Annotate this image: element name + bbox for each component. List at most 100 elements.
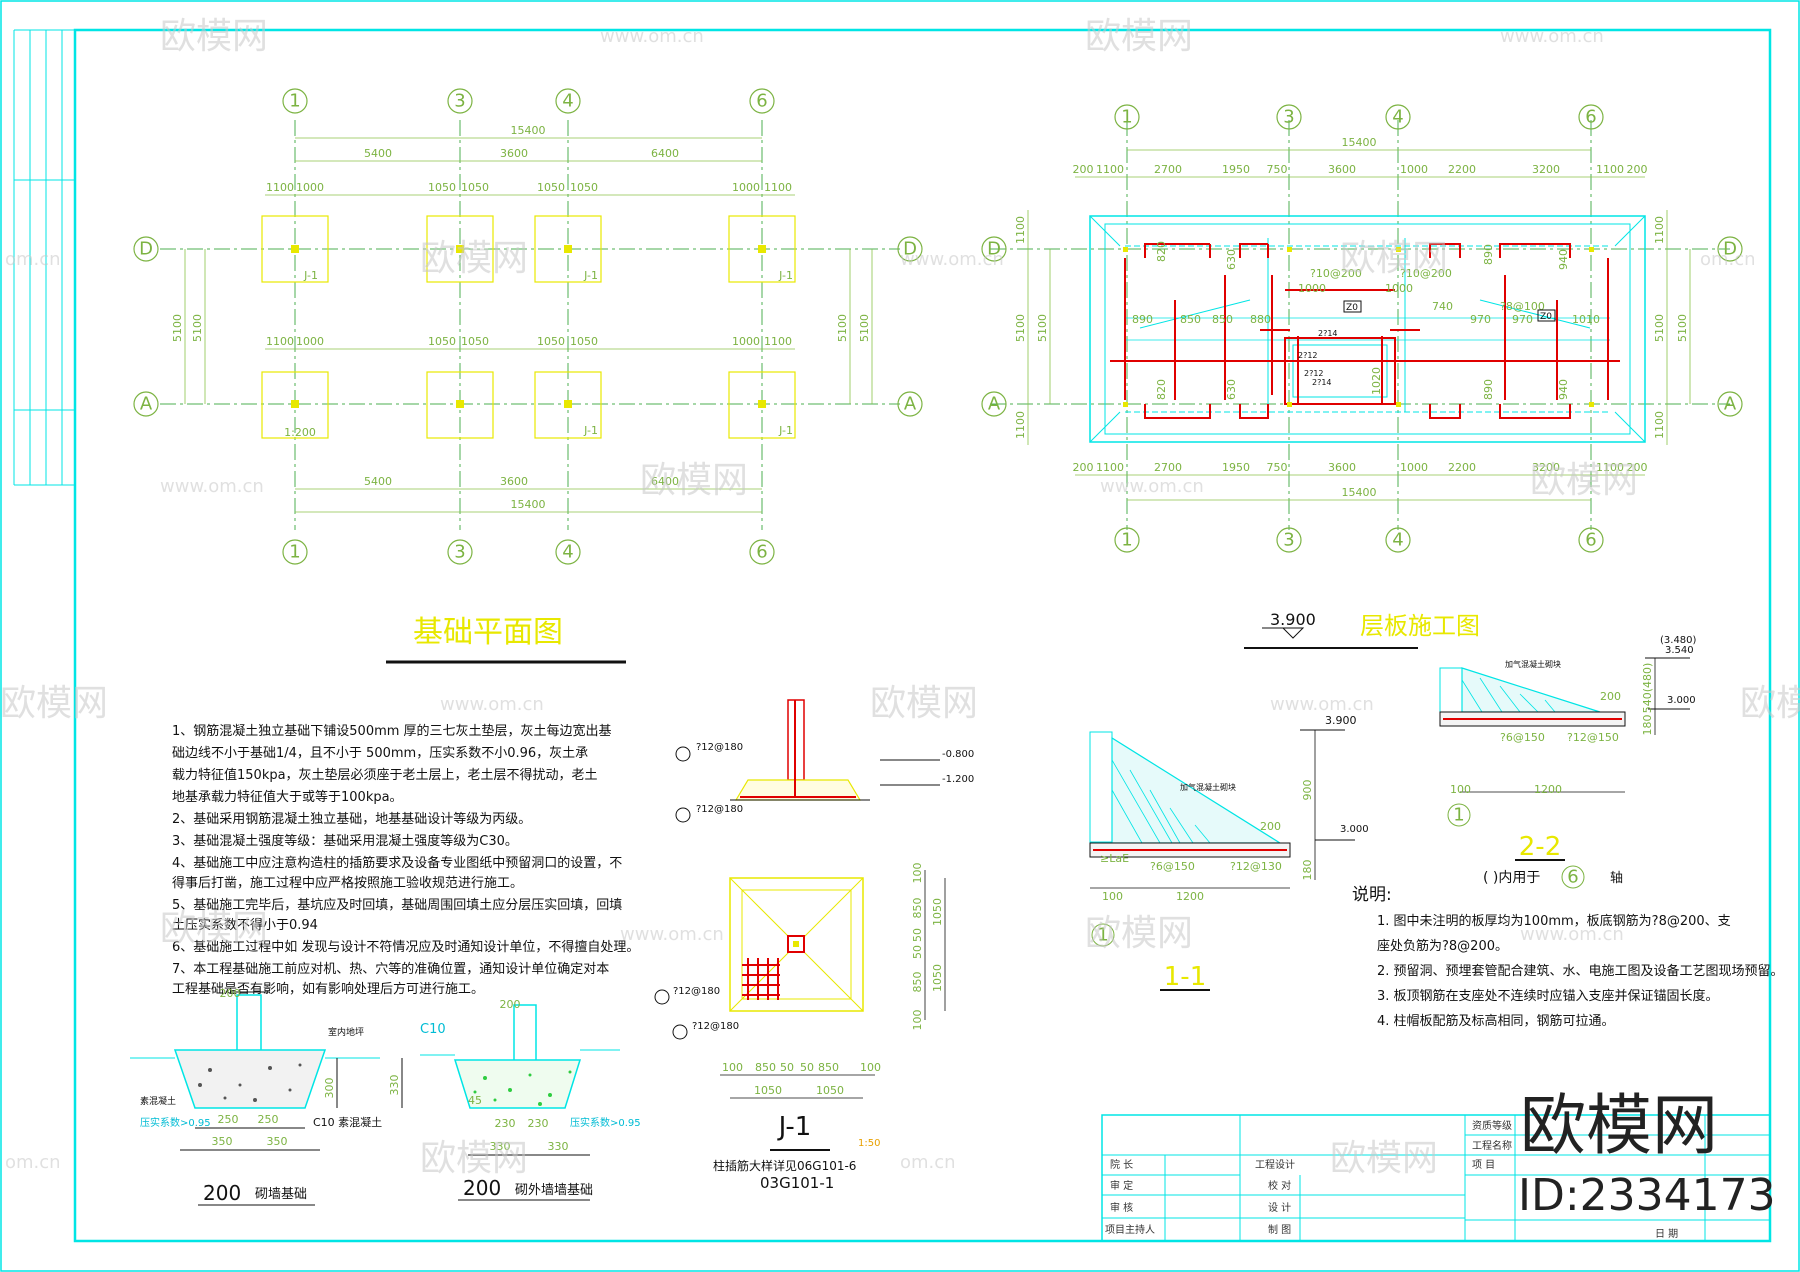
svg-text:3: 3 — [454, 542, 465, 563]
svg-text:www.om.cn: www.om.cn — [1100, 476, 1204, 497]
section-1-1: 加气混凝土砌块 3.900 3.000 900 180 200 ≥LaE ?6@… — [1089, 714, 1369, 992]
svg-text:项目主持人: 项目主持人 — [1105, 1223, 1155, 1236]
svg-text:1050: 1050 — [931, 898, 944, 926]
svg-text:3600: 3600 — [500, 475, 528, 488]
svg-text:1、钢筋混凝土独立基础下铺设500mm 厚的三七灰土垫: 1、钢筋混凝土独立基础下铺设500mm 厚的三七灰土垫层，灰土每边宽出基 — [172, 723, 612, 739]
footing-D6: J-1 — [728, 215, 796, 283]
slab-axis-6-top: 6 — [1578, 104, 1604, 130]
svg-text:2200: 2200 — [1448, 461, 1476, 474]
svg-text:4: 4 — [1392, 530, 1403, 551]
svg-text:5100: 5100 — [858, 314, 871, 342]
svg-text:200: 200 — [1600, 690, 1621, 703]
footing-j1-detail: ?12@180 ?12@180 -0.800 -1.200 ?12@180 ?1… — [654, 699, 974, 1192]
svg-text:1: 1 — [1121, 107, 1132, 128]
axis-bubble-1-top: 1 — [282, 88, 308, 114]
svg-text:50: 50 — [780, 1061, 794, 1074]
svg-text:1050: 1050 — [537, 181, 565, 194]
svg-text:J-1: J-1 — [583, 269, 598, 282]
svg-text:础边线不小于基础1/4，且不小于 500mm，压实系数: 础边线不小于基础1/4，且不小于 500mm，压实系数不小0.96，灰土承 — [172, 746, 588, 761]
svg-text:压实系数>0.95: 压实系数>0.95 — [140, 1116, 211, 1129]
svg-text:7、本工程基础施工前应对机、热、穴等的准确位置，通知设计单位: 7、本工程基础施工前应对机、热、穴等的准确位置，通知设计单位确定对本 — [172, 961, 609, 977]
svg-text:欧模网: 欧模网 — [1530, 460, 1638, 501]
watermark-layer: 欧模网 www.om.cn 欧模网 www.om.cn om.cn 欧模网 ww… — [0, 16, 1800, 1221]
svg-text:柱插筋大样详见06G101-6: 柱插筋大样详见06G101-6 — [713, 1158, 856, 1173]
svg-text:4、基础施工中应注意构造柱的插筋要求及设备专业图纸中预留洞口: 4、基础施工中应注意构造柱的插筋要求及设备专业图纸中预留洞口的设置，不 — [172, 855, 622, 871]
axis-bubble-A-left: A — [133, 391, 159, 417]
svg-text:J-1: J-1 — [778, 424, 793, 437]
svg-text:C10: C10 — [420, 1022, 446, 1037]
svg-text:330: 330 — [548, 1140, 569, 1153]
slab-axis-1-top: 1 — [1114, 104, 1140, 130]
svg-text:?12@180: ?12@180 — [696, 742, 743, 753]
svg-text:1050: 1050 — [570, 335, 598, 348]
slab-axis-A-left: A — [981, 391, 1007, 417]
svg-text:?12@150: ?12@150 — [1567, 731, 1619, 744]
svg-text:项 目: 项 目 — [1472, 1159, 1495, 1171]
brand-logo-text: 欧模网 — [1520, 1087, 1718, 1164]
svg-text:2、基础采用钢筋混凝土独立基础，地基基础设计等级为丙级。: 2、基础采用钢筋混凝土独立基础，地基基础设计等级为丙级。 — [172, 811, 531, 827]
svg-text:?6@150: ?6@150 — [1150, 860, 1195, 873]
svg-text:?12@180: ?12@180 — [692, 1021, 739, 1032]
svg-text:200: 200 — [220, 987, 241, 1000]
svg-text:100: 100 — [722, 1061, 743, 1074]
svg-text:3600: 3600 — [1328, 163, 1356, 176]
svg-text:230: 230 — [528, 1117, 549, 1130]
svg-text:A: A — [1724, 394, 1737, 415]
svg-text:≥LaE: ≥LaE — [1100, 852, 1129, 865]
svg-text:2. 预留洞、预埋套管配合建筑、水、电施工图及设备工艺图现场: 2. 预留洞、预埋套管配合建筑、水、电施工图及设备工艺图现场预留。 — [1377, 963, 1784, 979]
svg-text:1050: 1050 — [428, 335, 456, 348]
svg-text:1010: 1010 — [1572, 313, 1600, 326]
axis-bubble-4-top: 4 — [555, 88, 581, 114]
svg-text:欧模网: 欧模网 — [420, 238, 528, 279]
svg-text:砌外墙墙基础: 砌外墙墙基础 — [515, 1183, 593, 1198]
svg-text:1100: 1100 — [1096, 461, 1124, 474]
svg-text:45: 45 — [468, 1094, 482, 1107]
svg-text:1000: 1000 — [1298, 282, 1326, 295]
svg-text:03G101-1: 03G101-1 — [760, 1174, 834, 1192]
svg-text:www.om.cn: www.om.cn — [1270, 694, 1374, 715]
svg-text:900: 900 — [1301, 780, 1314, 801]
svg-text:土压实系数不得小于0.94: 土压实系数不得小于0.94 — [172, 917, 318, 933]
svg-text:100: 100 — [1102, 890, 1123, 903]
svg-text:820: 820 — [1155, 379, 1168, 400]
svg-text:制 图: 制 图 — [1268, 1223, 1291, 1236]
svg-text:素混凝土: 素混凝土 — [140, 1095, 176, 1107]
slab-plan: 1 3 4 6 1 3 4 6 D A D A 15400 200 1100 2… — [981, 104, 1743, 649]
svg-text:250: 250 — [258, 1113, 279, 1126]
section-2-2: 加气混凝土砌块 (3.480) 3.540 3.000 540(480) 180… — [1439, 635, 1697, 889]
svg-text:欧模网: 欧模网 — [160, 908, 268, 949]
svg-text:940: 940 — [1557, 379, 1570, 400]
svg-text:D: D — [987, 239, 1001, 260]
svg-text:15400: 15400 — [511, 124, 546, 137]
svg-text:6: 6 — [1567, 867, 1578, 888]
svg-text:2?14: 2?14 — [1318, 329, 1338, 338]
slab-axis-A-right: A — [1717, 391, 1743, 417]
svg-text:100: 100 — [911, 863, 924, 884]
svg-text:200: 200 — [1627, 461, 1648, 474]
axis-bubble-1-bottom: 1 — [282, 539, 308, 565]
svg-text:1:50: 1:50 — [858, 1138, 880, 1149]
svg-text:5100: 5100 — [836, 314, 849, 342]
svg-text:3: 3 — [1283, 530, 1294, 551]
svg-text:1100: 1100 — [1014, 411, 1027, 439]
svg-text:欧模网: 欧模网 — [1740, 683, 1800, 724]
svg-text:砌墙基础: 砌墙基础 — [255, 1187, 307, 1202]
svg-text:1100: 1100 — [1014, 216, 1027, 244]
svg-text:330: 330 — [388, 1075, 401, 1096]
svg-text:www.om.cn: www.om.cn — [160, 476, 264, 497]
svg-text:工程名称: 工程名称 — [1472, 1139, 1512, 1152]
svg-text:-0.800: -0.800 — [942, 749, 974, 760]
svg-text:1950: 1950 — [1222, 163, 1250, 176]
svg-text:3.540: 3.540 — [1665, 645, 1694, 656]
svg-text:750: 750 — [1267, 461, 1288, 474]
brand-id-text: ID:2334173 — [1518, 1170, 1776, 1221]
svg-text:www.om.cn: www.om.cn — [600, 26, 704, 47]
svg-text:970: 970 — [1470, 313, 1491, 326]
svg-text:2700: 2700 — [1154, 461, 1182, 474]
svg-text:350: 350 — [267, 1135, 288, 1148]
svg-text:200: 200 — [1073, 163, 1094, 176]
svg-text:1050: 1050 — [428, 181, 456, 194]
axis-bubble-D-left: D — [133, 236, 159, 262]
svg-text:1: 1 — [1121, 530, 1132, 551]
svg-text:欧模网: 欧模网 — [420, 1138, 528, 1179]
